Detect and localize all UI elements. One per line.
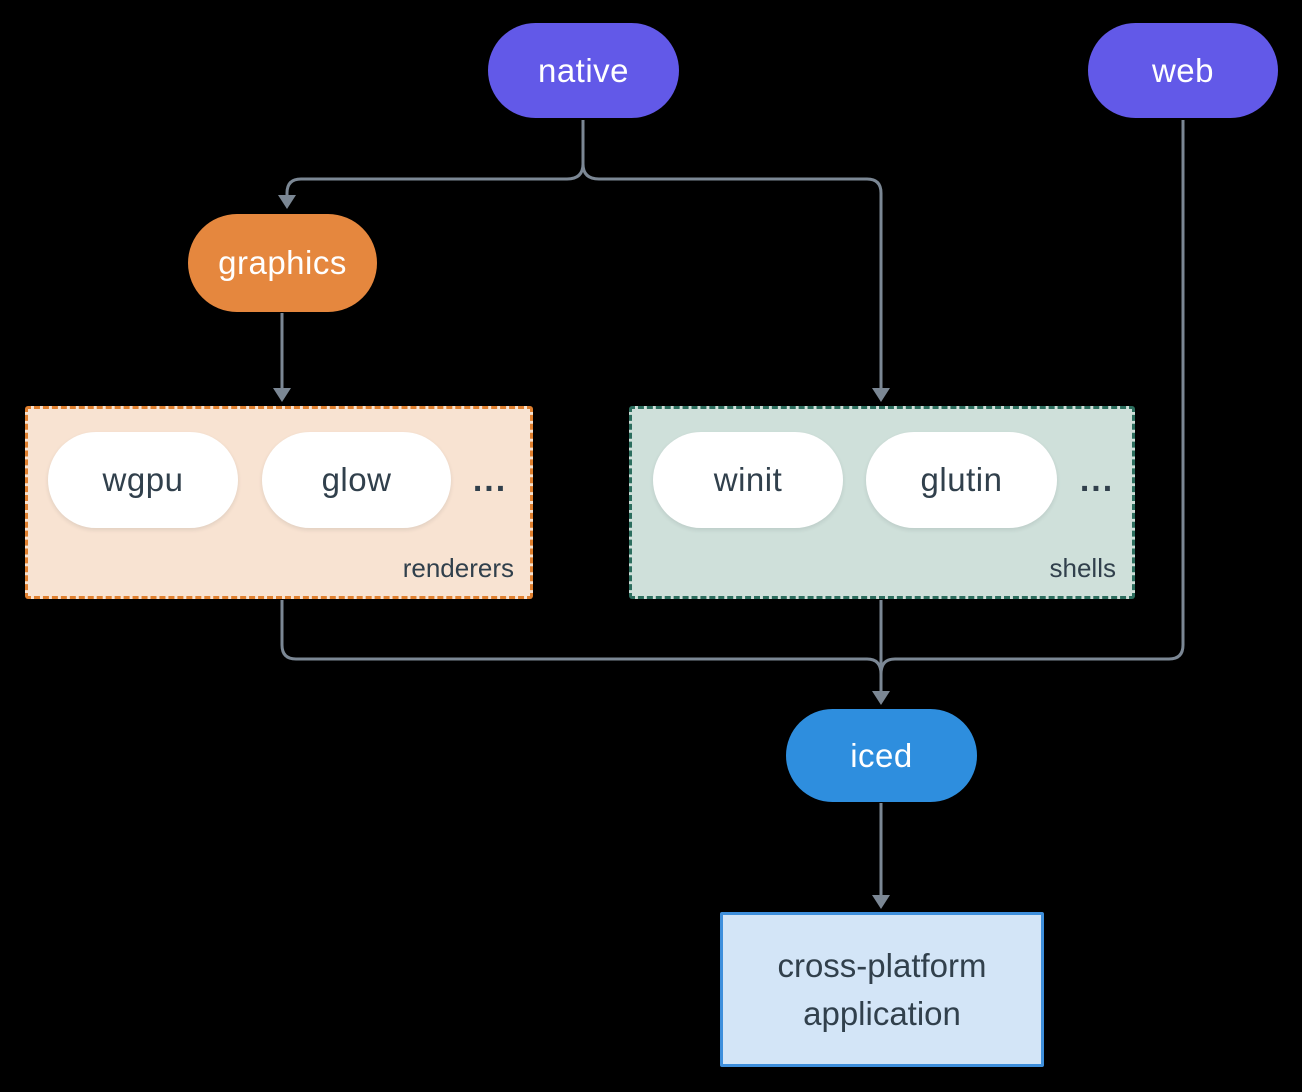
- edge-native-to-shells: [581, 163, 883, 390]
- node-wgpu-label: wgpu: [102, 461, 184, 498]
- node-native-label: native: [537, 51, 630, 89]
- arrowhead-shells: [872, 388, 890, 402]
- node-cross-platform-application: cross-platform application: [720, 912, 1044, 1067]
- node-iced: iced: [786, 709, 977, 802]
- arrowhead-iced: [872, 691, 890, 705]
- node-glutin: glutin: [866, 432, 1057, 528]
- node-glow-label: glow: [321, 461, 392, 498]
- arrowhead-renderers: [273, 388, 291, 402]
- edge-native-to-graphics: [285, 163, 585, 196]
- node-web: web: [1088, 23, 1278, 118]
- node-wgpu: wgpu: [48, 432, 238, 528]
- arrowhead-graphics: [278, 195, 296, 209]
- shells-group-label: shells: [1049, 553, 1116, 583]
- node-glow: glow: [262, 432, 451, 528]
- node-winit-label: winit: [713, 461, 783, 498]
- node-winit: winit: [653, 432, 843, 528]
- renderers-ellipsis: ...: [472, 460, 508, 499]
- node-iced-label: iced: [850, 736, 913, 774]
- node-graphics: graphics: [188, 214, 377, 312]
- node-native: native: [488, 23, 679, 118]
- node-web-label: web: [1151, 51, 1215, 89]
- edge-web-to-merge: [879, 120, 1185, 675]
- node-glutin-label: glutin: [920, 461, 1003, 498]
- group-shells: winit glutin ... shells: [629, 406, 1135, 599]
- group-renderers: wgpu glow ... renderers: [25, 406, 533, 599]
- app-label-line2: application: [803, 994, 961, 1032]
- arrowhead-app: [872, 895, 890, 909]
- app-label-line1: cross-platform: [777, 946, 987, 984]
- shells-ellipsis: ...: [1079, 460, 1115, 499]
- renderers-group-label: renderers: [402, 553, 514, 583]
- node-graphics-label: graphics: [218, 244, 347, 281]
- edge-renderers-to-merge: [280, 600, 883, 675]
